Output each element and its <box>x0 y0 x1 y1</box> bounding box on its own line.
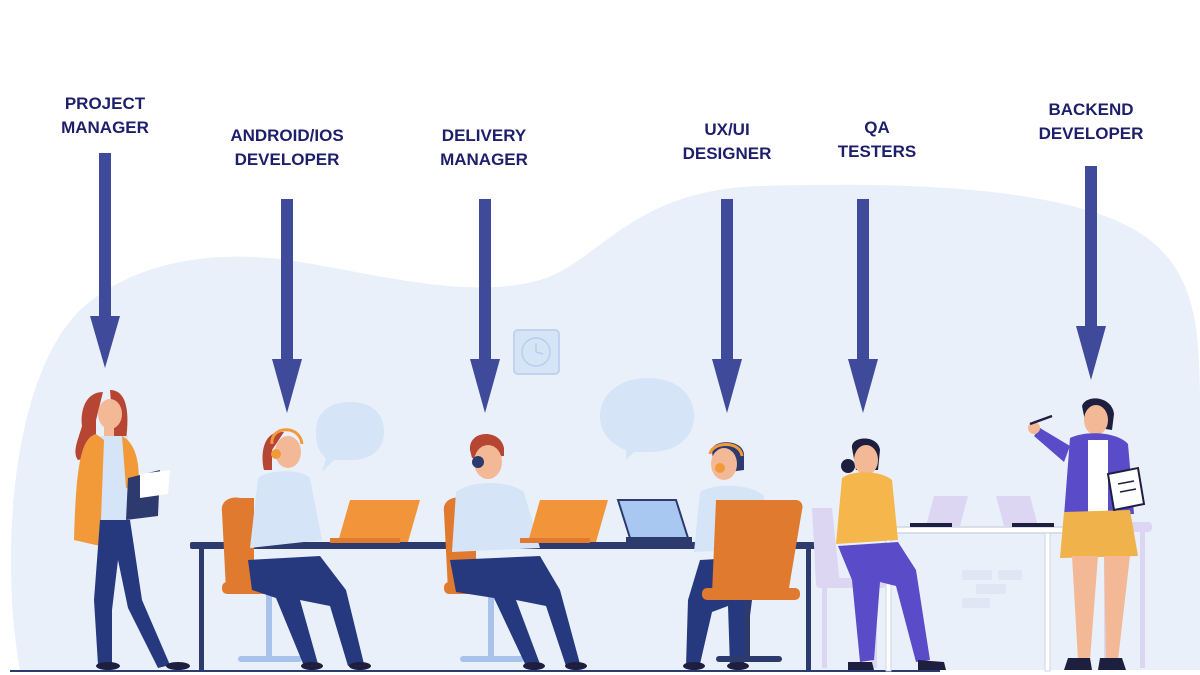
person-android-ios-developer <box>221 428 371 670</box>
wall-bricks <box>962 570 1022 608</box>
laptop-icon <box>520 500 608 543</box>
arrow-qa-testers <box>848 199 878 413</box>
person-qa-tester <box>812 438 946 670</box>
person-project-manager <box>74 390 190 670</box>
clipboard-icon <box>126 470 170 520</box>
chair-ux-ui <box>702 500 803 662</box>
laptop-icon <box>996 496 1054 527</box>
person-delivery-manager <box>443 433 587 670</box>
arrows <box>90 153 1106 413</box>
arrow-project-manager <box>90 153 120 368</box>
arrow-android-ios-developer <box>272 199 302 413</box>
person-backend-developer <box>1028 398 1152 670</box>
arrow-backend-developer <box>1076 166 1106 380</box>
arrow-ux-ui-designer <box>712 199 742 413</box>
clipboard-icon <box>1106 466 1146 512</box>
laptop-icon <box>910 496 968 527</box>
laptop-icon <box>616 499 692 542</box>
speech-bubble-icon <box>316 402 384 472</box>
wall-clock-icon <box>513 329 560 375</box>
arrow-delivery-manager <box>470 199 500 413</box>
speech-bubble-icon <box>600 378 694 460</box>
laptop-icon <box>330 500 420 543</box>
